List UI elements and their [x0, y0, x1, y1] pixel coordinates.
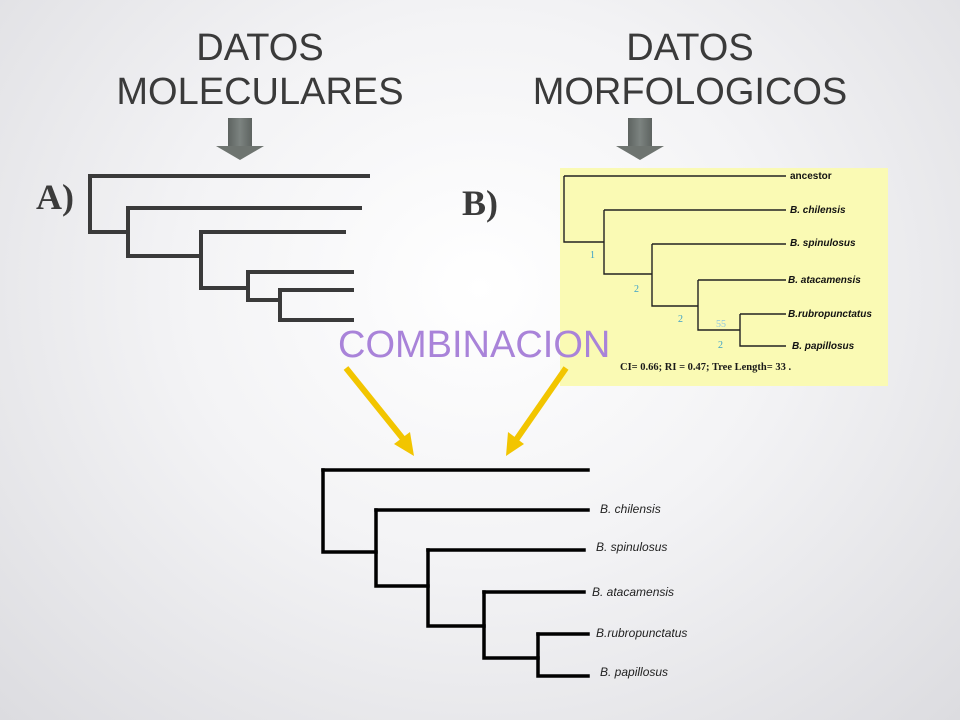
panel-a-label: A): [36, 177, 74, 217]
bootstrap-value: 55: [716, 319, 726, 330]
combination-label: COMBINACION: [338, 324, 611, 366]
combined-tree-taxa: B. chilensis B. spinulosus B. atacamensi…: [592, 502, 687, 679]
arrow-yellow-right-icon: [506, 366, 569, 456]
panel-b-label: B): [462, 183, 498, 223]
morphological-heading-line2: MORFOLOGICOS: [532, 71, 848, 113]
tree-b-stats: CI= 0.66; RI = 0.47; Tree Length= 33 .: [620, 362, 791, 373]
tree-b-taxon-ancestor: ancestor: [790, 171, 832, 182]
combined-taxon-chilensis: B. chilensis: [600, 502, 661, 516]
arrow-yellow-left-icon: [343, 366, 414, 456]
combined-taxon-papillosus: B. papillosus: [600, 665, 668, 679]
molecular-heading-line1: DATOS: [196, 27, 324, 69]
tree-b-panel: [560, 168, 888, 386]
support-value: 1: [590, 250, 595, 261]
support-value: 2: [718, 340, 723, 351]
morphological-data-heading: DATOS MORFOLOGICOS: [520, 26, 860, 114]
combined-tree: [321, 468, 590, 678]
support-value: 2: [634, 284, 639, 295]
arrow-down-icon-molecular: [216, 118, 264, 160]
combined-taxon-atacamensis: B. atacamensis: [592, 585, 674, 599]
support-value: 2: [678, 314, 683, 325]
molecular-heading-line2: MOLECULARES: [116, 71, 404, 113]
tree-b-taxon-chilensis: B. chilensis: [790, 205, 846, 216]
molecular-data-heading: DATOS MOLECULARES: [100, 26, 420, 114]
tree-b-branches: [563, 175, 786, 347]
tree-b-taxon-atacamensis: B. atacamensis: [788, 275, 861, 286]
tree-b-taxon-spinulosus: B. spinulosus: [790, 238, 856, 249]
combined-taxon-rubropunctatus: B.rubropunctatus: [596, 626, 687, 640]
tree-b-taxon-papillosus: B. papillosus: [792, 341, 855, 352]
tree-b-taxon-rubropunctatus: B.rubropunctatus: [788, 309, 872, 320]
morphological-heading-line1: DATOS: [626, 27, 754, 69]
tree-a-molecular: [88, 174, 370, 322]
tree-b-taxa: ancestor B. chilensis B. spinulosus B. a…: [788, 171, 872, 352]
tree-b-support-values: 1 2 2 2 55: [590, 250, 726, 351]
arrow-down-icon-morphological: [616, 118, 664, 160]
combined-taxon-spinulosus: B. spinulosus: [596, 540, 667, 554]
